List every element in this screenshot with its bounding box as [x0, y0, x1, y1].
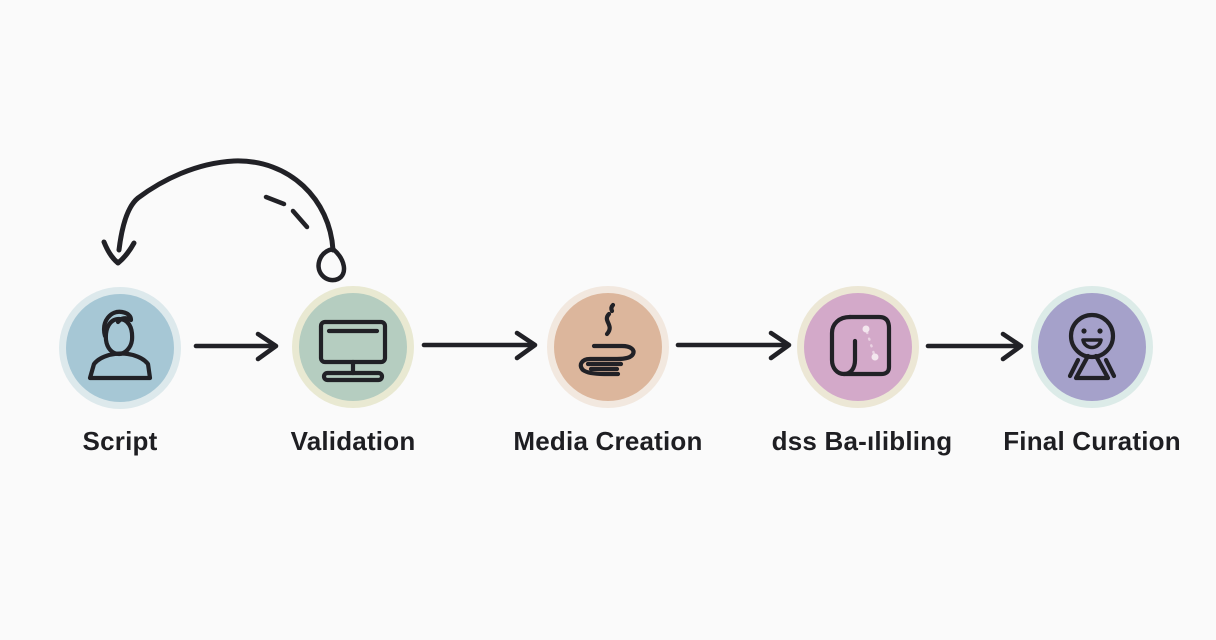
feedback-arrow-dashes	[263, 194, 310, 230]
node-script	[59, 287, 181, 409]
scroll-icon	[829, 314, 892, 377]
node-label-scroll-step: dss Ba-ılibling	[771, 426, 953, 456]
node-circle	[299, 293, 407, 401]
node-media-creation	[547, 286, 669, 408]
feedback-arrow	[101, 158, 347, 283]
connector-arrows	[193, 330, 1024, 362]
node-validation	[292, 286, 414, 408]
arrow-media-scroll	[675, 330, 792, 361]
person-icon	[87, 309, 153, 381]
monitor-icon	[318, 319, 388, 383]
arrow-validation-media	[421, 330, 538, 361]
node-label-media-creation: Media Creation	[513, 426, 703, 456]
feedback-arrow-hook	[316, 246, 347, 283]
steaming-dish-icon	[578, 302, 636, 377]
smiling-person-icon	[1067, 312, 1117, 381]
node-label-validation: Validation	[290, 426, 416, 456]
node-label-script: Script	[82, 426, 158, 456]
node-scroll-step	[797, 286, 919, 408]
arrow-scroll-final	[925, 331, 1024, 362]
arrow-script-validation	[193, 331, 279, 362]
feedback-arrow-curve	[116, 158, 336, 253]
node-final-curation	[1031, 286, 1153, 408]
node-label-final-curation: Final Curation	[1003, 426, 1181, 456]
feedback-arrowhead	[101, 239, 137, 266]
node-circle	[804, 293, 912, 401]
route-dot	[871, 353, 879, 361]
route-dot	[862, 325, 870, 333]
